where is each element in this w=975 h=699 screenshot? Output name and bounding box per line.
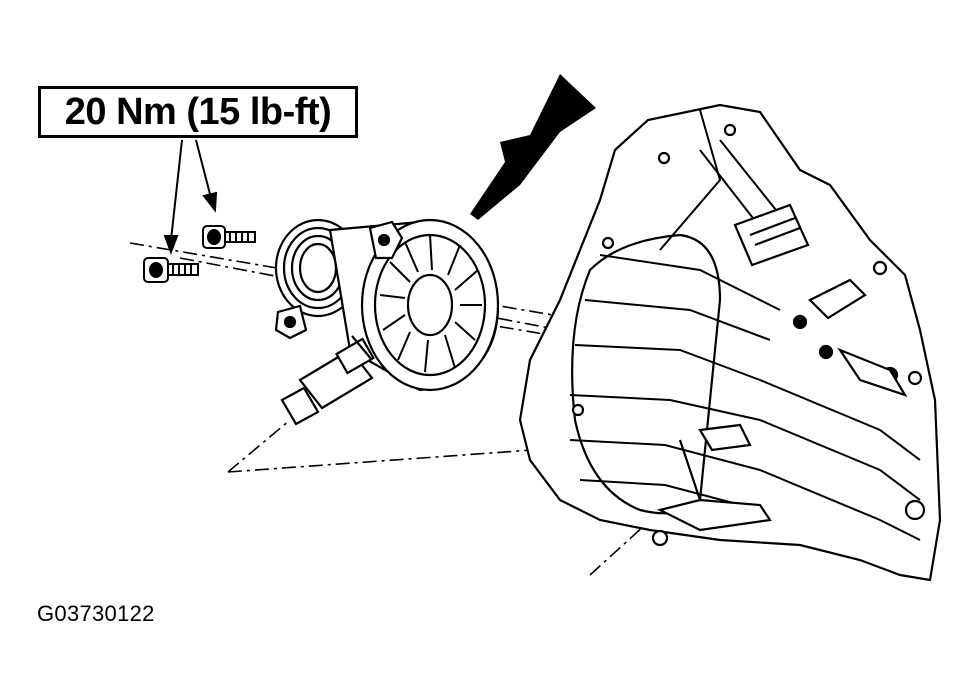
figure-code: G03730122 <box>37 601 155 626</box>
slave-cylinder <box>274 218 500 426</box>
pointer-arrow <box>470 74 596 220</box>
bolt-lower <box>143 257 199 283</box>
torque-spec-text: 20 Nm (15 lb-ft) <box>64 90 332 133</box>
torque-spec-callout: 20 Nm (15 lb-ft) <box>38 86 358 138</box>
bolt-upper <box>202 225 256 249</box>
torque-leader-lines <box>163 139 218 255</box>
transmission-bellhousing <box>518 103 942 582</box>
